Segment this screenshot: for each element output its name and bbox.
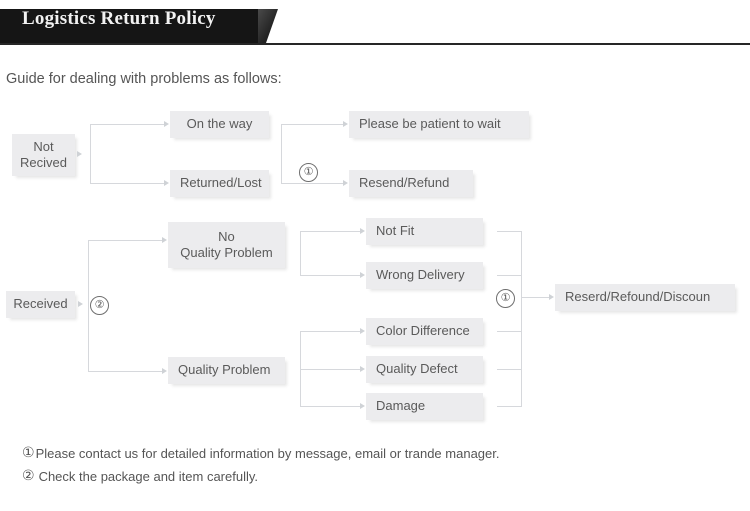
arrow-received-out xyxy=(78,301,83,307)
node-returned-lost: Returned/Lost xyxy=(170,170,269,197)
arrow-quality-defect xyxy=(360,365,365,372)
node-returned-lost-label: Returned/Lost xyxy=(180,175,262,191)
node-resend-refund-label: Resend/Refund xyxy=(359,175,450,191)
node-not-received: Not Recived xyxy=(12,134,75,176)
arrow-on-the-way xyxy=(164,120,169,127)
node-not-fit-label: Not Fit xyxy=(376,223,415,239)
connector-split-1 xyxy=(90,124,91,184)
node-wrong-delivery-label: Wrong Delivery xyxy=(376,267,465,283)
connector-merge-2-out xyxy=(521,297,551,298)
footnote-1: ① Please contact us for detailed informa… xyxy=(22,445,499,461)
node-quality-defect-label: Quality Defect xyxy=(376,361,458,377)
arrow-not-received-out xyxy=(77,151,82,157)
node-resend-refund: Resend/Refund xyxy=(349,170,473,197)
arrow-wrong-delivery xyxy=(360,271,365,278)
node-final-outcome-label: Reserd/Refound/Discoun xyxy=(565,289,711,305)
node-not-received-label: Not Recived xyxy=(20,138,67,170)
connector-merge-2-s2 xyxy=(497,275,522,276)
footnote-1-mark: ① xyxy=(22,445,35,461)
arrow-final-outcome xyxy=(549,293,554,300)
arrow-returned-lost xyxy=(164,179,169,186)
connector-merge-1-top xyxy=(281,124,345,125)
node-not-fit: Not Fit xyxy=(366,218,483,245)
footnote-2: ② Check the package and item carefully. xyxy=(22,468,258,484)
connector-merge-2-s5 xyxy=(497,406,522,407)
connector-split-1-bottom xyxy=(90,183,166,184)
header-banner xyxy=(0,9,258,43)
node-quality-problem-label: Quality Problem xyxy=(178,362,271,378)
guide-text: Guide for dealing with problems as follo… xyxy=(6,71,282,87)
arrow-resend-refund xyxy=(343,179,348,186)
connector-split-2 xyxy=(88,240,89,371)
node-on-the-way: On the way xyxy=(170,111,269,138)
node-damage-label: Damage xyxy=(376,398,426,414)
node-color-difference-label: Color Difference xyxy=(376,323,470,339)
node-please-be-patient: Please be patient to wait xyxy=(349,111,529,138)
connector-reasons-a xyxy=(300,231,301,275)
header-rule xyxy=(0,43,750,45)
arrow-damage xyxy=(360,402,365,409)
banner-tail-icon xyxy=(258,9,278,43)
footnote-2-mark: ② xyxy=(22,468,35,484)
connector-merge-1-bottom xyxy=(281,183,345,184)
connector-reasons-a-bottom xyxy=(300,275,362,276)
marker-circle-1-section-1: ① xyxy=(299,163,318,182)
node-wrong-delivery: Wrong Delivery xyxy=(366,262,483,289)
connector-reasons-b xyxy=(300,331,301,406)
arrow-not-fit xyxy=(360,227,365,234)
connector-split-1-top xyxy=(90,124,166,125)
connector-reasons-a-top xyxy=(300,231,362,232)
connector-reasons-b-mid xyxy=(300,369,362,370)
node-no-quality-problem-label: No Quality Problem xyxy=(180,228,273,260)
connector-merge-1 xyxy=(281,124,282,184)
node-no-quality-problem: No Quality Problem xyxy=(168,222,285,268)
node-damage: Damage xyxy=(366,393,483,420)
footnote-2-text: Check the package and item carefully. xyxy=(38,468,258,484)
node-quality-defect: Quality Defect xyxy=(366,356,483,383)
connector-reasons-b-top xyxy=(300,331,362,332)
connector-merge-2-s4 xyxy=(497,369,522,370)
arrow-quality-problem xyxy=(162,367,167,374)
node-final-outcome: Reserd/Refound/Discoun xyxy=(555,284,735,311)
node-on-the-way-label: On the way xyxy=(186,116,253,132)
marker-circle-1-section-2: ① xyxy=(496,289,515,308)
connector-merge-2-s3 xyxy=(497,331,522,332)
connector-split-2-top xyxy=(88,240,164,241)
arrow-color-difference xyxy=(360,327,365,334)
node-received-label: Received xyxy=(13,296,68,312)
node-quality-problem: Quality Problem xyxy=(168,357,285,384)
node-color-difference: Color Difference xyxy=(366,318,483,345)
footnote-1-text: Please contact us for detailed informati… xyxy=(35,445,500,461)
connector-reasons-b-bottom xyxy=(300,406,362,407)
connector-split-2-bottom xyxy=(88,371,164,372)
node-please-be-patient-label: Please be patient to wait xyxy=(359,116,501,132)
connector-merge-2 xyxy=(521,231,522,406)
node-received: Received xyxy=(6,291,75,318)
marker-circle-2: ② xyxy=(90,296,109,315)
connector-merge-2-s1 xyxy=(497,231,522,232)
arrow-no-quality-problem xyxy=(162,236,167,243)
page-title: Logistics Return Policy xyxy=(22,8,216,29)
arrow-patient-wait xyxy=(343,120,348,127)
